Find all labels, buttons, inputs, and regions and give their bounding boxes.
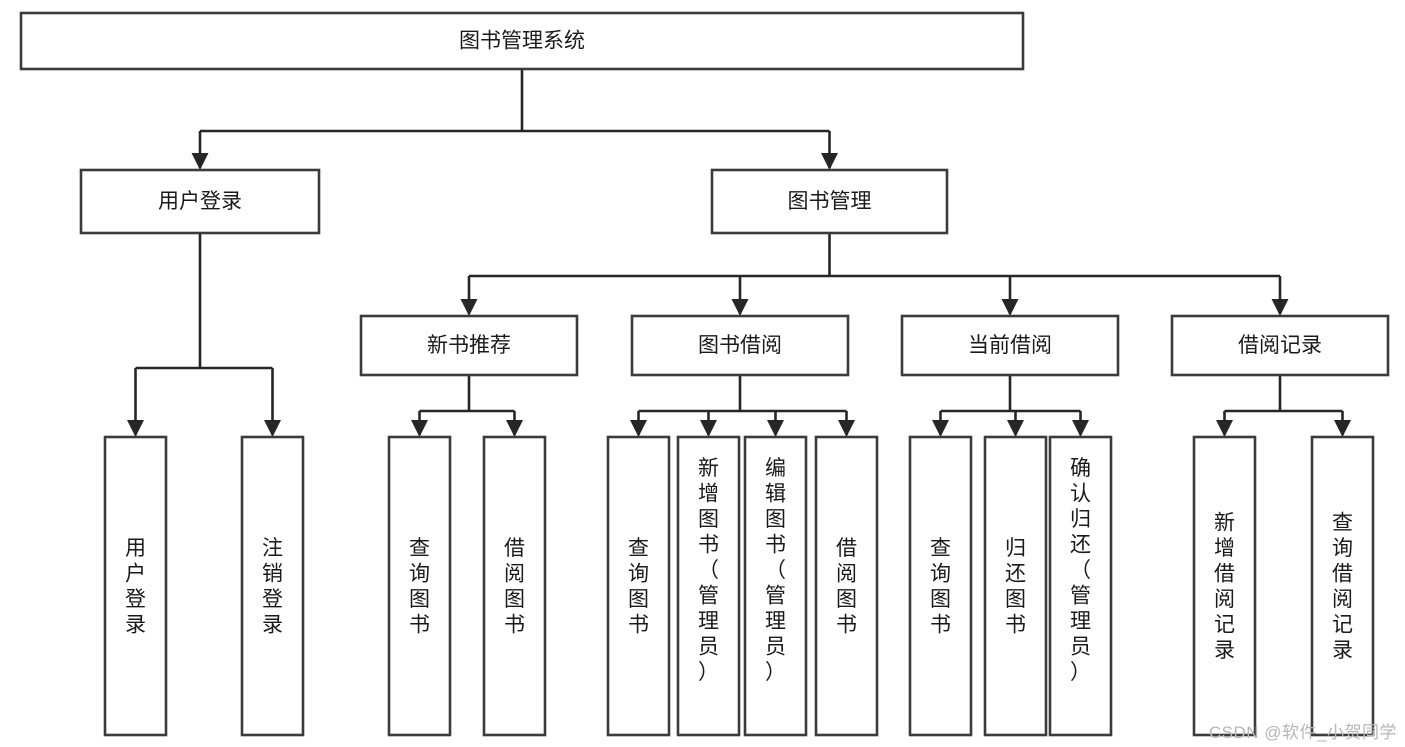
- node-leaf-confirm-return-admin-box[interactable]: [1048, 435, 1113, 737]
- node-new-book-recommend-label: 新书推荐: [427, 334, 511, 357]
- node-leaf-query-book-recommend[interactable]: 查询图书: [387, 435, 452, 737]
- node-leaf-edit-book-admin-label: 编辑图书（管理员）: [765, 457, 786, 684]
- node-leaf-return-book-label: 归还图书: [1005, 537, 1026, 637]
- node-leaf-return-book[interactable]: 归还图书: [983, 435, 1048, 737]
- node-leaf-query-book-borrow[interactable]: 查询图书: [606, 435, 671, 737]
- node-book-borrow-label: 图书借阅: [698, 334, 782, 357]
- node-new-book-recommend-box[interactable]: [359, 314, 579, 377]
- node-leaf-edit-book-admin-box[interactable]: [743, 435, 808, 737]
- arrow-head-icon-leaf-borrow-book-recommend: [506, 420, 523, 437]
- arrow-head-icon-borrow-record: [1271, 299, 1289, 316]
- arrow-head-icon-book-management: [821, 153, 838, 170]
- arrow-head-icon-leaf-borrow-book: [838, 420, 855, 437]
- node-leaf-user-login-box[interactable]: [103, 435, 168, 737]
- node-leaf-query-book-recommend-label: 查询图书: [409, 537, 430, 637]
- node-root-system-title[interactable]: 图书管理系统: [19, 11, 1025, 71]
- node-leaf-return-book-box[interactable]: [983, 435, 1048, 737]
- node-new-book-recommend[interactable]: 新书推荐: [359, 314, 579, 377]
- node-borrow-record-label: 借阅记录: [1238, 334, 1322, 357]
- node-leaf-add-borrow-record-box[interactable]: [1192, 435, 1257, 737]
- node-leaf-query-book-current-box[interactable]: [908, 435, 973, 737]
- node-leaf-query-borrow-record-label: 查询借阅记录: [1332, 511, 1353, 662]
- node-leaf-borrow-book-recommend[interactable]: 借阅图书: [482, 435, 547, 737]
- node-leaf-borrow-book[interactable]: 借阅图书: [814, 435, 879, 737]
- node-book-borrow[interactable]: 图书借阅: [630, 314, 850, 377]
- node-borrow-record-box[interactable]: [1170, 314, 1390, 377]
- boxes-layer: 图书管理系统用户登录图书管理新书推荐图书借阅当前借阅借阅记录用户登录注销登录查询…: [19, 11, 1390, 737]
- node-leaf-logout-login-label: 注销登录: [262, 537, 283, 637]
- node-root-system-title-box[interactable]: [19, 11, 1025, 71]
- arrow-head-icon-leaf-add-borrow-record: [1216, 420, 1233, 437]
- node-leaf-confirm-return-admin-label: 确认归还（管理员）: [1070, 457, 1091, 684]
- node-leaf-borrow-book-recommend-box[interactable]: [482, 435, 547, 737]
- node-leaf-user-login[interactable]: 用户登录: [103, 435, 168, 737]
- arrow-head-icon-current-borrow: [1001, 299, 1019, 316]
- node-leaf-add-book-admin-box[interactable]: [676, 435, 741, 737]
- arrow-head-icon-leaf-query-book-recommend: [411, 420, 428, 437]
- connectors-layer: [127, 69, 1351, 437]
- node-leaf-borrow-book-box[interactable]: [814, 435, 879, 737]
- node-user-login[interactable]: 用户登录: [79, 168, 321, 235]
- node-current-borrow-label: 当前借阅: [968, 334, 1052, 357]
- arrow-head-icon-leaf-return-book: [1007, 420, 1024, 437]
- node-leaf-query-book-borrow-label: 查询图书: [628, 537, 649, 637]
- node-leaf-query-borrow-record[interactable]: 查询借阅记录: [1310, 435, 1375, 737]
- node-leaf-add-borrow-record-label: 新增借阅记录: [1214, 511, 1235, 662]
- node-leaf-query-book-recommend-box[interactable]: [387, 435, 452, 737]
- node-user-login-box[interactable]: [79, 168, 321, 235]
- node-leaf-logout-login-box[interactable]: [240, 435, 305, 737]
- arrow-head-icon-new-book-recommend: [460, 299, 478, 316]
- node-current-borrow[interactable]: 当前借阅: [900, 314, 1120, 377]
- arrow-head-icon-leaf-query-book-borrow: [630, 420, 647, 437]
- node-book-management-box[interactable]: [710, 168, 949, 235]
- arrow-head-icon-leaf-add-book-admin: [700, 420, 717, 437]
- arrow-head-icon-leaf-confirm-return-admin: [1072, 420, 1089, 437]
- node-book-management-label: 图书管理: [788, 190, 872, 213]
- node-user-login-label: 用户登录: [158, 190, 242, 213]
- node-leaf-add-book-admin-label: 新增图书（管理员）: [698, 457, 719, 684]
- node-leaf-borrow-book-recommend-label: 借阅图书: [504, 537, 525, 637]
- arrow-head-icon-leaf-query-book-current: [932, 420, 949, 437]
- node-leaf-confirm-return-admin[interactable]: 确认归还（管理员）: [1048, 435, 1113, 737]
- arrow-head-icon-book-borrow: [731, 299, 749, 316]
- node-leaf-query-book-borrow-box[interactable]: [606, 435, 671, 737]
- node-leaf-query-book-current-label: 查询图书: [930, 537, 951, 637]
- node-leaf-borrow-book-label: 借阅图书: [836, 537, 857, 637]
- node-leaf-edit-book-admin[interactable]: 编辑图书（管理员）: [743, 435, 808, 737]
- node-leaf-add-book-admin[interactable]: 新增图书（管理员）: [676, 435, 741, 737]
- node-leaf-user-login-label: 用户登录: [125, 537, 146, 637]
- arrow-head-icon-leaf-query-borrow-record: [1334, 420, 1351, 437]
- node-leaf-logout-login[interactable]: 注销登录: [240, 435, 305, 737]
- arrow-head-icon-leaf-logout-login: [264, 420, 281, 437]
- node-leaf-query-borrow-record-box[interactable]: [1310, 435, 1375, 737]
- node-book-management[interactable]: 图书管理: [710, 168, 949, 235]
- arrow-head-icon-leaf-edit-book-admin: [767, 420, 784, 437]
- node-leaf-query-book-current[interactable]: 查询图书: [908, 435, 973, 737]
- arrow-head-icon-user-login: [191, 153, 209, 170]
- arrow-head-icon-leaf-user-login: [127, 420, 144, 437]
- node-root-system-title-label: 图书管理系统: [459, 30, 585, 53]
- node-book-borrow-box[interactable]: [630, 314, 850, 377]
- node-leaf-add-borrow-record[interactable]: 新增借阅记录: [1192, 435, 1257, 737]
- node-current-borrow-box[interactable]: [900, 314, 1120, 377]
- node-borrow-record[interactable]: 借阅记录: [1170, 314, 1390, 377]
